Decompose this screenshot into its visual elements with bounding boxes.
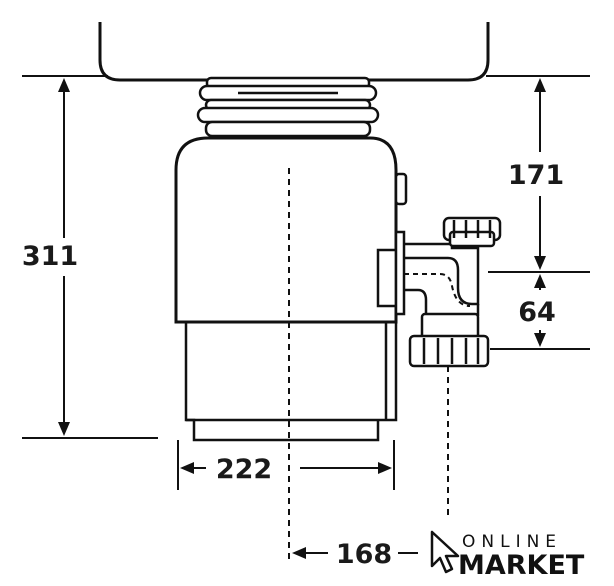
disposer-lower-chamber [176, 320, 398, 422]
center-offset-label: 168 [336, 539, 392, 570]
outlet-spacing-label: 64 [518, 297, 556, 328]
disposer-base [186, 418, 380, 442]
height-label: 311 [22, 241, 78, 272]
outlet-to-sink-label: 171 [508, 160, 564, 191]
drain-elbow [404, 242, 480, 306]
sink-bowl [98, 22, 490, 82]
logo-line-1: ONLINE [462, 532, 562, 552]
cursor-arrow-icon [430, 530, 460, 574]
mount-flange [196, 76, 380, 138]
disposer-body [174, 136, 398, 324]
outlet-flange [376, 248, 398, 308]
side-switch [394, 172, 408, 206]
dim-outlet-spacing [534, 274, 546, 347]
dim-body-width [180, 462, 392, 474]
online-market-logo: ONLINE MARKET [430, 530, 585, 581]
outlet-nut [408, 312, 490, 368]
dim-center-offset [292, 547, 418, 559]
dim-outlet-to-sink [534, 78, 546, 270]
dim-height [58, 78, 70, 436]
extension-lines [22, 75, 590, 490]
logo-line-2: MARKET [458, 550, 585, 581]
body-width-label: 222 [216, 454, 272, 485]
dishwasher-inlet-fitting [442, 216, 502, 248]
